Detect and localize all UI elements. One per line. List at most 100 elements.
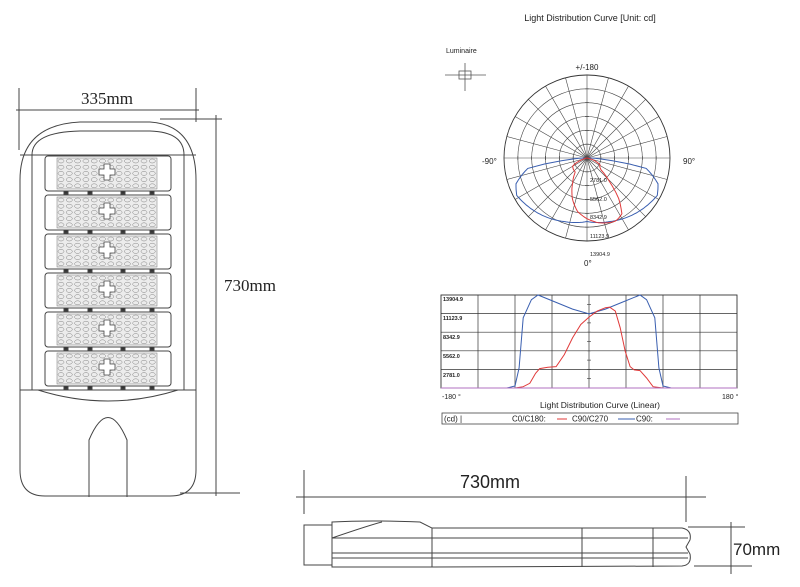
- series-c90-c270: [441, 294, 737, 389]
- led: [74, 327, 81, 332]
- led: [66, 378, 73, 383]
- led: [140, 255, 148, 260]
- led: [74, 177, 81, 182]
- led: [124, 210, 131, 215]
- led: [124, 282, 131, 287]
- clip: [87, 229, 93, 234]
- led: [115, 288, 123, 293]
- led: [107, 378, 115, 383]
- led: [107, 314, 115, 320]
- led: [140, 197, 148, 203]
- polar-spoke: [586, 157, 646, 217]
- led: [99, 197, 106, 203]
- clip: [120, 190, 126, 195]
- legend: (cd) | C0/C180: C90/C270 C90:: [441, 412, 739, 425]
- led: [74, 164, 81, 170]
- led: [140, 327, 148, 332]
- led: [115, 378, 123, 383]
- legend-c90: C90:: [636, 415, 653, 424]
- led: [90, 366, 98, 371]
- led: [66, 282, 73, 287]
- led: [90, 353, 98, 359]
- cross-mark: [98, 280, 116, 298]
- led: [140, 360, 148, 365]
- polar-spoke: [586, 85, 629, 159]
- led: [82, 339, 90, 344]
- led: [74, 210, 81, 215]
- led: [57, 183, 65, 189]
- clip: [87, 346, 93, 351]
- led: [74, 197, 81, 203]
- led: [66, 203, 73, 209]
- led: [82, 242, 90, 248]
- led: [66, 171, 73, 176]
- led: [74, 333, 81, 338]
- led: [82, 366, 90, 371]
- polar-spoke: [565, 157, 588, 239]
- led: [66, 236, 73, 242]
- led: [82, 158, 90, 164]
- led: [115, 261, 123, 266]
- led: [115, 255, 123, 260]
- led: [57, 321, 65, 326]
- led: [115, 216, 123, 221]
- led: [74, 360, 81, 365]
- led: [82, 249, 90, 254]
- led: [57, 294, 65, 299]
- led: [124, 339, 131, 344]
- led: [132, 321, 139, 326]
- led: [115, 171, 123, 176]
- polar-spoke: [586, 116, 660, 159]
- led: [140, 366, 148, 371]
- clip: [63, 385, 69, 390]
- led: [124, 242, 131, 248]
- led: [132, 210, 139, 215]
- clip: [63, 346, 69, 351]
- led: [82, 372, 90, 377]
- led: [140, 339, 148, 344]
- led: [124, 216, 131, 221]
- led: [66, 314, 73, 320]
- led: [132, 177, 139, 182]
- led: [149, 314, 156, 320]
- led: [66, 321, 73, 326]
- luminaire-label: Luminaire: [446, 48, 477, 55]
- led: [149, 288, 156, 293]
- led: [124, 378, 131, 383]
- clip: [149, 190, 155, 195]
- led: [140, 288, 148, 293]
- clip: [120, 229, 126, 234]
- led: [124, 158, 131, 164]
- led: [57, 366, 65, 371]
- linear-title: Light Distribution Curve (Linear): [540, 400, 660, 410]
- led: [66, 300, 73, 305]
- led: [149, 300, 156, 305]
- led: [90, 300, 98, 305]
- led: [115, 183, 123, 189]
- y-tick-label: 8342.9: [443, 335, 460, 341]
- legend-c90-270: C90/C270: [572, 415, 609, 424]
- lamp-inner-rim: [31, 130, 185, 156]
- led: [132, 282, 139, 287]
- polar-curve-c90-c270: [515, 157, 659, 223]
- clip: [120, 268, 126, 273]
- polar-spoke: [586, 77, 609, 159]
- led: [140, 216, 148, 221]
- led: [132, 197, 139, 203]
- led: [115, 158, 123, 164]
- led: [57, 249, 65, 254]
- led: [66, 249, 73, 254]
- led: [132, 261, 139, 266]
- x-min-label: -180 °: [442, 393, 461, 401]
- led: [149, 294, 156, 299]
- led-modules: [44, 155, 172, 390]
- led: [107, 183, 115, 189]
- clip: [120, 346, 126, 351]
- led: [90, 321, 98, 326]
- led: [149, 275, 156, 281]
- polar-chart: [503, 74, 671, 242]
- led: [57, 222, 65, 228]
- linear-chart: [440, 294, 738, 389]
- led: [74, 288, 81, 293]
